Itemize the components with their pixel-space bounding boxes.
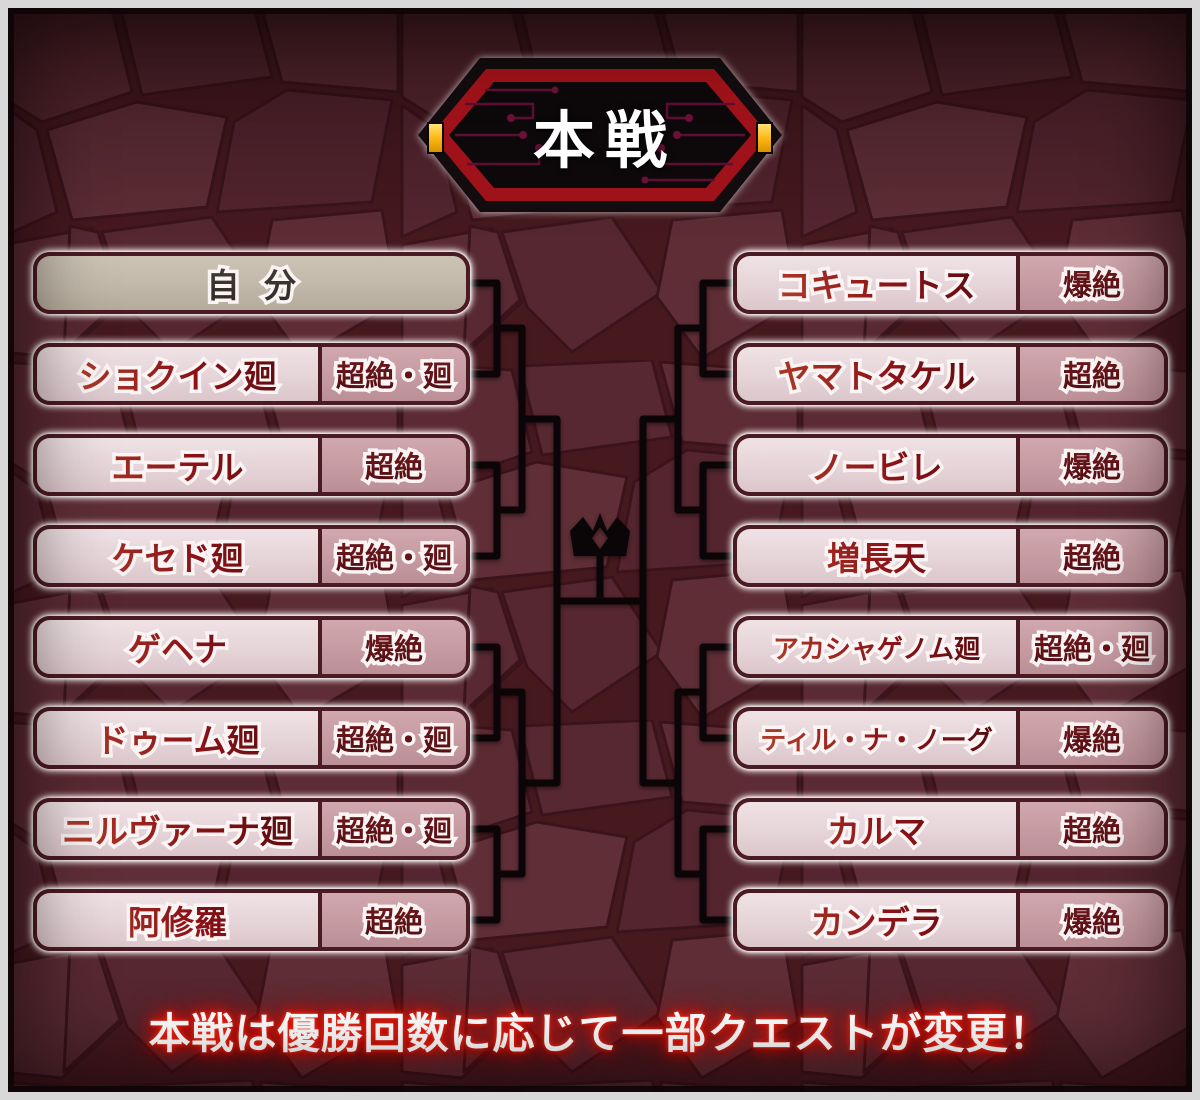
entry-name: ヤマトタケル ヤマトタケル: [737, 347, 1016, 401]
bracket-entry-right-1[interactable]: コキュートス コキュートス 爆絶 爆絶: [733, 252, 1168, 314]
entry-name-text: カルマ: [737, 802, 1016, 856]
bracket-entry-left-5[interactable]: ゲヘナ ゲヘナ 爆絶 爆絶: [33, 616, 470, 678]
entry-name: コキュートス コキュートス: [737, 256, 1016, 310]
entry-name-text: ニルヴァーナ廻: [37, 802, 318, 856]
entry-difficulty: 超絶 超絶: [318, 438, 466, 492]
entry-name-text: ドゥーム廻: [37, 711, 318, 765]
entry-name-text: ヤマトタケル: [737, 347, 1016, 401]
entry-difficulty: 爆絶 爆絶: [1016, 711, 1164, 765]
entry-difficulty-text: 超絶: [1020, 347, 1164, 401]
bracket-entry-left-4[interactable]: ケセド廻 ケセド廻 超絶・廻 超絶・廻: [33, 525, 470, 587]
entry-difficulty-text: 爆絶: [1020, 893, 1164, 947]
entry-difficulty-text: 超絶: [1020, 529, 1164, 583]
entry-name-text: ノービレ: [737, 438, 1016, 492]
page-title: 本戦: [532, 104, 677, 177]
bracket-entry-right-7[interactable]: カルマ カルマ 超絶 超絶: [733, 798, 1168, 860]
entry-difficulty-text: 爆絶: [1020, 438, 1164, 492]
bracket-entry-left-8[interactable]: 阿修羅 阿修羅 超絶 超絶: [33, 889, 470, 951]
entry-difficulty: 超絶 超絶: [1016, 529, 1164, 583]
footer-notice: 本戦は優勝回数に応じて一部クエストが変更！: [0, 1000, 1200, 1060]
bracket-entry-left-3[interactable]: エーテル エーテル 超絶 超絶: [33, 434, 470, 496]
entry-name-text: 増長天: [737, 529, 1016, 583]
bracket-entry-right-6[interactable]: ティル・ナ・ノーグ ティル・ナ・ノーグ 爆絶 爆絶: [733, 707, 1168, 769]
entry-difficulty-text: 爆絶: [1020, 711, 1164, 765]
entry-difficulty: 超絶 超絶: [1016, 347, 1164, 401]
entry-name: ショクイン廻 ショクイン廻: [37, 347, 318, 401]
entry-difficulty: 超絶・廻 超絶・廻: [1016, 620, 1164, 674]
entry-difficulty: 超絶・廻 超絶・廻: [318, 347, 466, 401]
entry-name: カンデラ カンデラ: [737, 893, 1016, 947]
entry-difficulty: 爆絶 爆絶: [1016, 438, 1164, 492]
entry-name: 阿修羅 阿修羅: [37, 893, 318, 947]
entry-name: ドゥーム廻 ドゥーム廻: [37, 711, 318, 765]
entry-difficulty: 超絶 超絶: [318, 893, 466, 947]
entry-difficulty-text: 爆絶: [1020, 256, 1164, 310]
entry-name-text: ショクイン廻: [37, 347, 318, 401]
bracket-entry-left-2[interactable]: ショクイン廻 ショクイン廻 超絶・廻 超絶・廻: [33, 343, 470, 405]
entry-difficulty-text: 超絶・廻: [322, 711, 466, 765]
entry-name: カルマ カルマ: [737, 802, 1016, 856]
bracket-entry-right-2[interactable]: ヤマトタケル ヤマトタケル 超絶 超絶: [733, 343, 1168, 405]
entry-name-text: 自分: [37, 256, 466, 310]
bracket-entry-right-4[interactable]: 増長天 増長天 超絶 超絶: [733, 525, 1168, 587]
entry-name-text: コキュートス: [737, 256, 1016, 310]
entry-name: ケセド廻 ケセド廻: [37, 529, 318, 583]
entry-name-text: アカシャゲノム廻: [737, 620, 1016, 674]
bracket-entry-left-7[interactable]: ニルヴァーナ廻 ニルヴァーナ廻 超絶・廻 超絶・廻: [33, 798, 470, 860]
entry-difficulty: 爆絶 爆絶: [1016, 256, 1164, 310]
entry-difficulty-text: 超絶・廻: [322, 802, 466, 856]
entry-difficulty-text: 超絶: [322, 893, 466, 947]
main-tournament-banner: 本戦: [415, 52, 785, 218]
entry-difficulty-text: 超絶・廻: [322, 529, 466, 583]
bracket-entry-self[interactable]: 自分 自分: [33, 252, 470, 314]
entry-name: アカシャゲノム廻 アカシャゲノム廻: [737, 620, 1016, 674]
entry-difficulty: 超絶 超絶: [1016, 802, 1164, 856]
bracket-entry-right-8[interactable]: カンデラ カンデラ 爆絶 爆絶: [733, 889, 1168, 951]
entry-name: ノービレ ノービレ: [737, 438, 1016, 492]
entry-name-text: ケセド廻: [37, 529, 318, 583]
entry-difficulty: 超絶・廻 超絶・廻: [318, 529, 466, 583]
entry-difficulty-text: 超絶: [322, 438, 466, 492]
bracket-entry-right-3[interactable]: ノービレ ノービレ 爆絶 爆絶: [733, 434, 1168, 496]
entry-name-text: ティル・ナ・ノーグ: [737, 711, 1016, 765]
entry-name: ゲヘナ ゲヘナ: [37, 620, 318, 674]
entry-difficulty: 超絶・廻 超絶・廻: [318, 711, 466, 765]
entry-name: 自分 自分: [37, 256, 466, 310]
entry-name-text: エーテル: [37, 438, 318, 492]
entry-name-text: 阿修羅: [37, 893, 318, 947]
entry-difficulty-text: 超絶: [1020, 802, 1164, 856]
entry-difficulty: 爆絶 爆絶: [318, 620, 466, 674]
entry-name: 増長天 増長天: [737, 529, 1016, 583]
footer-notice-text: 本戦は優勝回数に応じて一部クエストが変更！: [148, 1008, 1052, 1058]
entry-name-text: ゲヘナ: [37, 620, 318, 674]
entry-name-text: カンデラ: [737, 893, 1016, 947]
entry-difficulty-text: 超絶・廻: [322, 347, 466, 401]
entry-difficulty-text: 超絶・廻: [1020, 620, 1164, 674]
entry-name: ティル・ナ・ノーグ ティル・ナ・ノーグ: [737, 711, 1016, 765]
entry-name: ニルヴァーナ廻 ニルヴァーナ廻: [37, 802, 318, 856]
entry-difficulty: 爆絶 爆絶: [1016, 893, 1164, 947]
bracket-entry-left-6[interactable]: ドゥーム廻 ドゥーム廻 超絶・廻 超絶・廻: [33, 707, 470, 769]
entry-difficulty: 超絶・廻 超絶・廻: [318, 802, 466, 856]
entry-name: エーテル エーテル: [37, 438, 318, 492]
bracket-entry-right-5[interactable]: アカシャゲノム廻 アカシャゲノム廻 超絶・廻 超絶・廻: [733, 616, 1168, 678]
entry-difficulty-text: 爆絶: [322, 620, 466, 674]
